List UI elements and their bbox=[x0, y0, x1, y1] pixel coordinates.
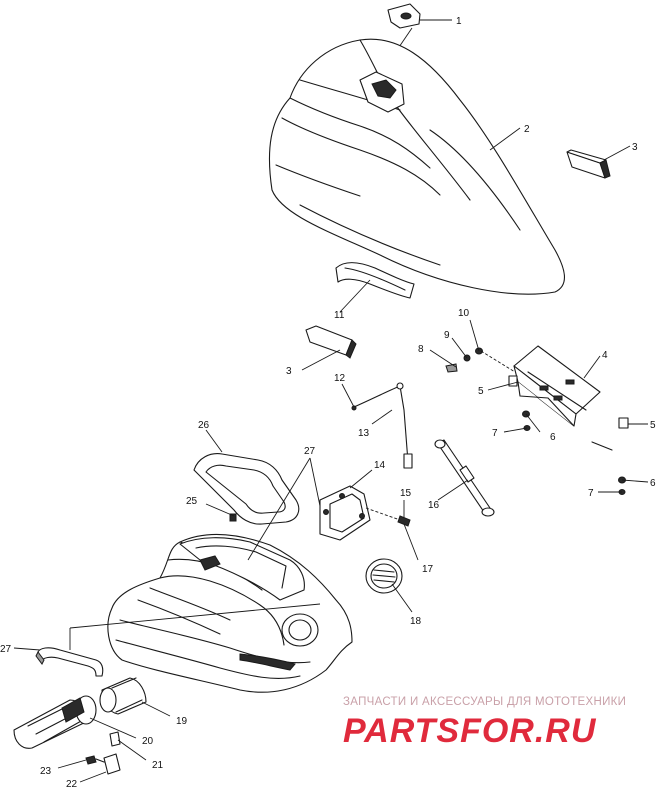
part-3-upper-pad bbox=[566, 149, 611, 179]
callout-1: 1 bbox=[456, 16, 462, 27]
part-4-bracket bbox=[513, 345, 601, 427]
part-13-cable bbox=[351, 382, 413, 469]
part-3-lower-pad bbox=[305, 325, 357, 359]
main-housing bbox=[107, 533, 353, 693]
part-11-strap bbox=[335, 262, 415, 299]
callout-15: 15 bbox=[400, 488, 412, 499]
part-2-hood bbox=[268, 38, 565, 295]
part-25-plug bbox=[229, 513, 237, 522]
callout-10: 10 bbox=[458, 308, 470, 319]
callout-26: 26 bbox=[198, 420, 210, 431]
callout-7-right: 7 bbox=[588, 488, 594, 499]
callout-22: 22 bbox=[66, 779, 78, 787]
callout-leaders bbox=[13, 19, 649, 783]
part-14-plate bbox=[319, 485, 371, 541]
callout-4: 4 bbox=[602, 350, 608, 361]
callout-19: 19 bbox=[176, 716, 188, 727]
part-26-gasket-frame bbox=[193, 453, 300, 525]
part-16-gas-strut bbox=[434, 439, 495, 517]
part-27-handle bbox=[35, 647, 104, 677]
callout-21: 21 bbox=[152, 760, 164, 771]
callout-3-lower: 3 bbox=[286, 366, 292, 377]
callout-27-left: 27 bbox=[0, 644, 12, 655]
part-15-screw bbox=[365, 507, 411, 527]
callout-5-right: 5 bbox=[650, 420, 656, 431]
callout-17: 17 bbox=[422, 564, 434, 575]
part-20-filter bbox=[13, 695, 97, 749]
callout-7-mid: 7 bbox=[492, 428, 498, 439]
watermark: ЗАПЧАСТИ И АКСЕССУАРЫ ДЛЯ МОТОТЕХНИКИ PA… bbox=[343, 696, 626, 750]
callout-25: 25 bbox=[186, 496, 198, 507]
callout-18: 18 bbox=[410, 616, 422, 627]
callout-23: 23 bbox=[40, 766, 52, 777]
callout-6-mid: 6 bbox=[550, 432, 556, 443]
watermark-subtitle: ЗАПЧАСТИ И АКСЕССУАРЫ ДЛЯ МОТОТЕХНИКИ bbox=[343, 696, 626, 708]
part-19-filter-element bbox=[99, 677, 147, 715]
callout-16: 16 bbox=[428, 500, 440, 511]
callout-2: 2 bbox=[524, 124, 530, 135]
callout-11: 11 bbox=[334, 310, 345, 321]
part-18-cap bbox=[365, 558, 403, 594]
watermark-brand: PARTSFOR.RU bbox=[343, 712, 597, 750]
callout-14: 14 bbox=[374, 460, 386, 471]
callout-labels: 1 2 3 11 10 9 8 4 3 12 5 5 13 7 6 26 27 … bbox=[0, 16, 656, 787]
callout-9: 9 bbox=[444, 330, 450, 341]
callout-5-mid: 5 bbox=[478, 386, 484, 397]
callout-20: 20 bbox=[142, 736, 154, 747]
callout-8: 8 bbox=[418, 344, 424, 355]
callout-27-upper: 27 bbox=[304, 446, 316, 457]
callout-6-right: 6 bbox=[650, 478, 656, 489]
callout-3-upper: 3 bbox=[632, 142, 638, 153]
callout-13: 13 bbox=[358, 428, 370, 439]
small-hardware-21-23 bbox=[85, 731, 121, 775]
callout-12: 12 bbox=[334, 373, 346, 384]
